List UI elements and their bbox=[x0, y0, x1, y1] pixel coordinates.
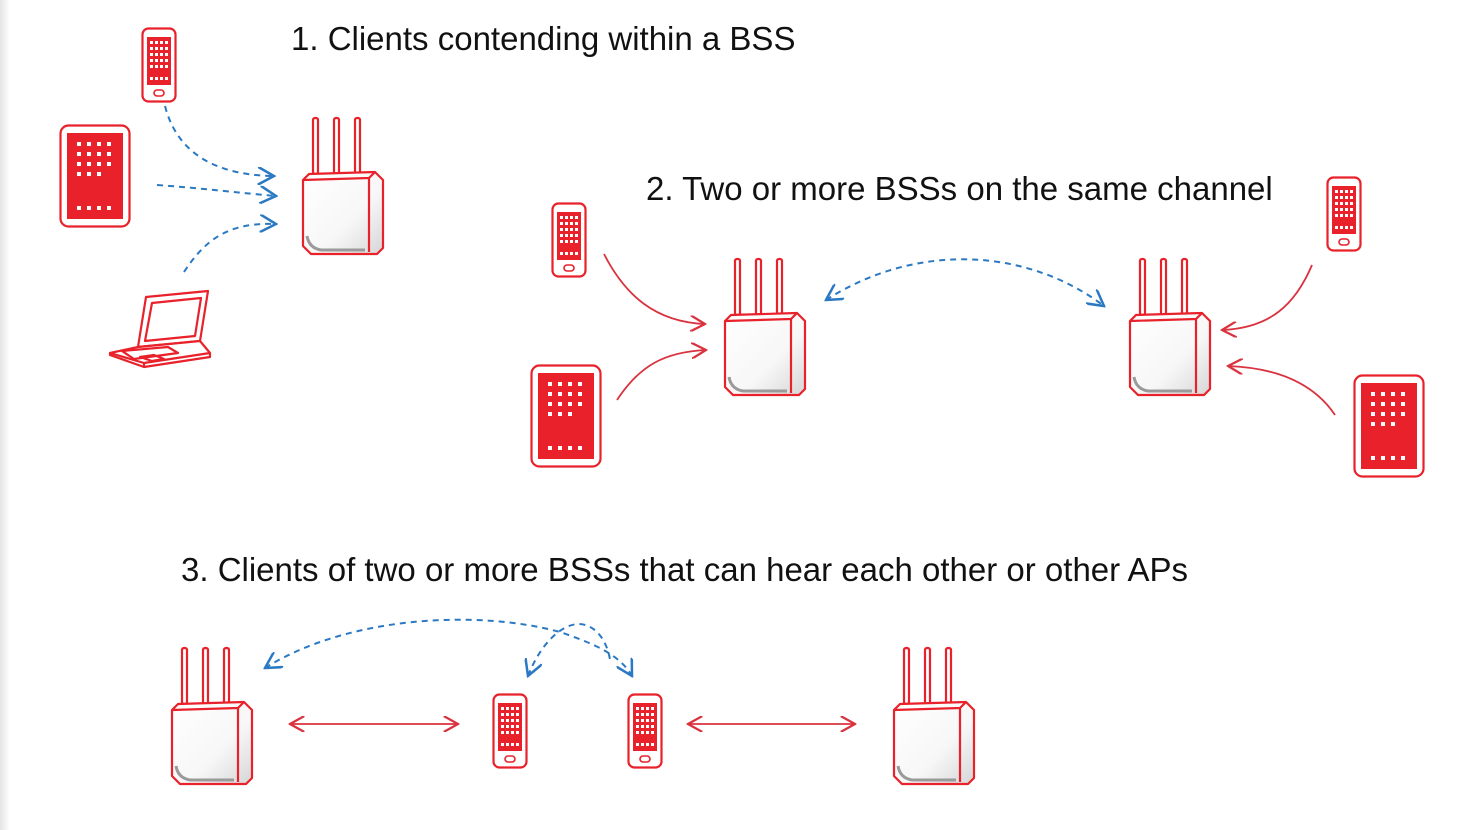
page-left-edge bbox=[0, 0, 10, 830]
smartphone-icon bbox=[492, 693, 528, 769]
tablet-icon bbox=[1353, 374, 1425, 478]
smartphone-icon bbox=[551, 202, 587, 278]
overlapping-contention-link bbox=[265, 618, 632, 676]
association-link bbox=[616, 350, 706, 401]
wireless-access-point-icon bbox=[892, 646, 976, 786]
scenario-1-heading: 1. Clients contending within a BSS bbox=[291, 20, 796, 57]
co-channel-contention-link bbox=[826, 258, 1104, 306]
tablet-icon bbox=[530, 364, 602, 468]
association-link bbox=[1222, 264, 1313, 330]
contention-link bbox=[183, 224, 276, 273]
association-link bbox=[1228, 366, 1336, 416]
wireless-access-point-icon bbox=[170, 646, 254, 786]
smartphone-icon bbox=[141, 27, 177, 103]
contention-link bbox=[156, 184, 276, 196]
association-link bbox=[603, 253, 705, 324]
laptop-icon bbox=[108, 289, 212, 369]
client-to-client-contention-link bbox=[528, 622, 611, 676]
tablet-icon bbox=[59, 124, 131, 228]
wireless-access-point-icon bbox=[723, 257, 807, 397]
scenario-2-heading: 2. Two or more BSSs on the same channel bbox=[646, 170, 1273, 207]
contention-link bbox=[164, 105, 274, 176]
wireless-access-point-icon bbox=[301, 116, 385, 256]
wireless-access-point-icon bbox=[1128, 257, 1212, 397]
smartphone-icon bbox=[1326, 176, 1362, 252]
scenario-3-group bbox=[170, 618, 976, 786]
smartphone-icon bbox=[627, 693, 663, 769]
scenario-1-group bbox=[59, 27, 385, 369]
scenario-3-heading: 3. Clients of two or more BSSs that can … bbox=[181, 551, 1189, 588]
scenario-2-group bbox=[530, 176, 1425, 478]
